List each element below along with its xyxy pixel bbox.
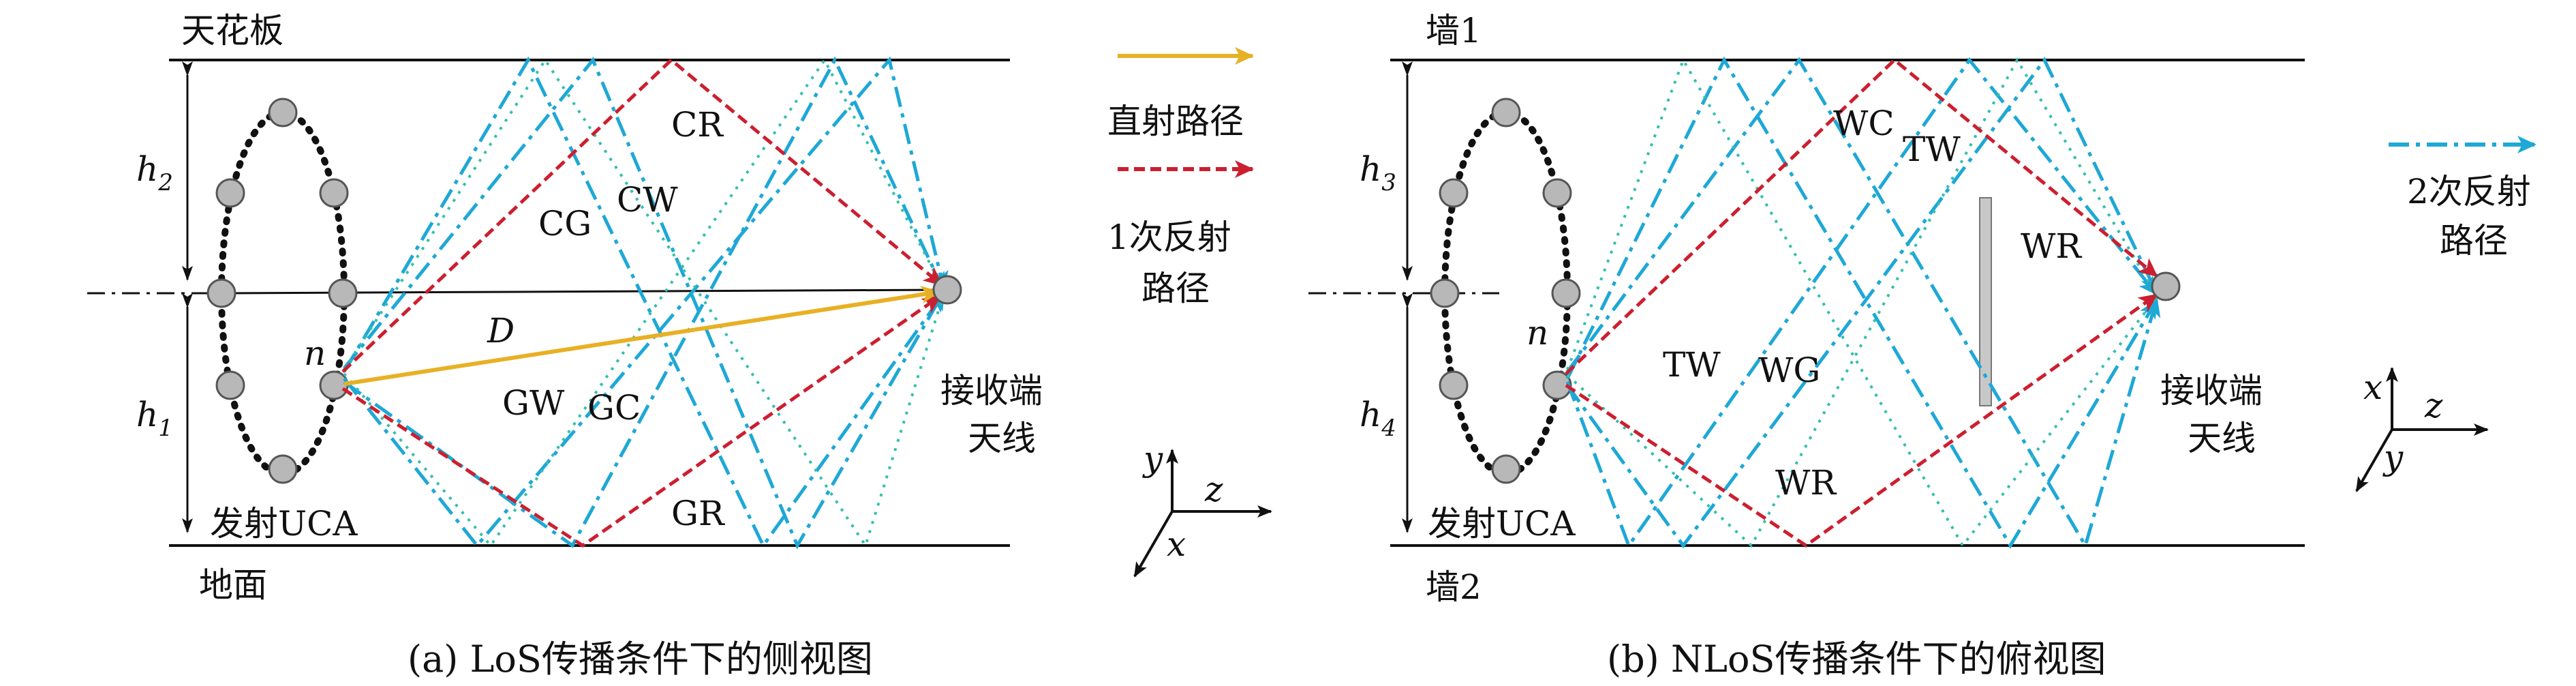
caption-a: (a) LoS传播条件下的侧视图 [408,638,873,681]
uca-element [1542,370,1572,400]
axis-label-y: y [1142,439,1163,479]
path-label-GR: GR [671,494,725,533]
uca-element [319,370,349,400]
rx-label-line1: 接收端 [940,371,1043,411]
path-label-D: D [487,311,515,351]
axis-label-z: z [1204,470,1223,509]
uca-element [328,278,358,308]
h4-label: h4 [1360,395,1396,442]
axis-label-b-y: y [2382,438,2404,477]
legend-direct-label: 直射路径 [1107,102,1244,141]
ground-label: 地面 [199,565,267,605]
uca-element [1439,370,1469,400]
obstacle-bar [1979,197,1992,406]
legend-single-label-1: 1次反射 [1107,218,1231,257]
h1-label: h1 [136,395,173,442]
single-reflection-wall2-path [1565,293,2158,548]
rx-antenna [932,275,962,305]
element-n-label-b: n [1527,313,1548,353]
axis-label-b-z: z [2424,386,2443,426]
legend-double-label-1: 2次反射 [2407,172,2531,211]
panel-a: 天花板 地面 h2 h1 n [87,11,1272,681]
caption-b: (b) NLoS传播条件下的俯视图 [1607,638,2106,681]
tx-label: 发射UCA [210,504,358,543]
h3-label: h3 [1360,149,1396,196]
uca-element [268,98,298,128]
rx-label-line2: 天线 [968,419,1036,458]
direct-path-line [343,286,940,386]
uca-element [1430,278,1460,308]
single-reflection-ground-path [341,294,942,548]
ceiling-label: 天花板 [181,11,283,50]
rx-label-b-line1: 接收端 [2160,371,2263,411]
axis-label-b-x: x [2363,368,2382,407]
path-label-WG: WG [1758,351,1820,390]
tx-label-b: 发射UCA [1428,504,1576,543]
tx-uca-elements [206,98,358,484]
wall1-label: 墙1 [1426,11,1482,50]
single-reflection-wall1-path [1565,57,2158,375]
uca-element [1491,454,1521,484]
path-label-CG: CG [538,204,592,243]
legend-single-label-2: 路径 [1141,269,1210,308]
path-label-CR: CR [671,105,724,145]
path-label-TW-top: TW [1903,130,1961,169]
axis-label-x: x [1167,524,1186,564]
legend-double-label-2: 路径 [2440,221,2508,260]
double-reflection-paths-a-teal [343,57,945,549]
panel-b: 墙1 墙2 h3 h4 n [1308,11,2489,681]
uca-element [268,454,298,484]
uca-element [215,370,245,400]
path-label-WR-bottom: WR [1775,463,1837,503]
double-reflection-paths-a [342,56,949,550]
double-reflection-paths-b-teal [1566,57,2158,548]
axes-a [1133,449,1272,578]
path-label-GW: GW [502,383,565,423]
rx-label-b-line2: 天线 [2188,419,2256,458]
single-reflection-ceiling-path [341,57,943,373]
legend: 直射路径 1次反射 路径 2次反射 路径 [1107,47,2536,308]
uca-element [1439,178,1469,208]
axes-b [2355,367,2489,492]
uca-element [319,178,349,208]
path-label-WR-top: WR [2021,226,2082,266]
uca-element [1491,98,1521,128]
path-label-TW-left: TW [1663,345,1721,385]
element-n-label: n [304,333,326,373]
h2-label: h2 [136,149,173,196]
uca-element [1542,178,1572,208]
wall2-label: 墙2 [1426,567,1482,607]
uca-element [215,178,245,208]
uca-element [206,278,236,308]
path-label-CW: CW [617,180,678,220]
uca-element [1551,278,1581,308]
rx-antenna-b [2151,271,2181,301]
path-label-WC: WC [1833,104,1895,143]
path-label-GC: GC [587,388,641,428]
double-reflection-paths-b [1565,56,2161,550]
tx-uca-elements-b [1430,98,1581,484]
